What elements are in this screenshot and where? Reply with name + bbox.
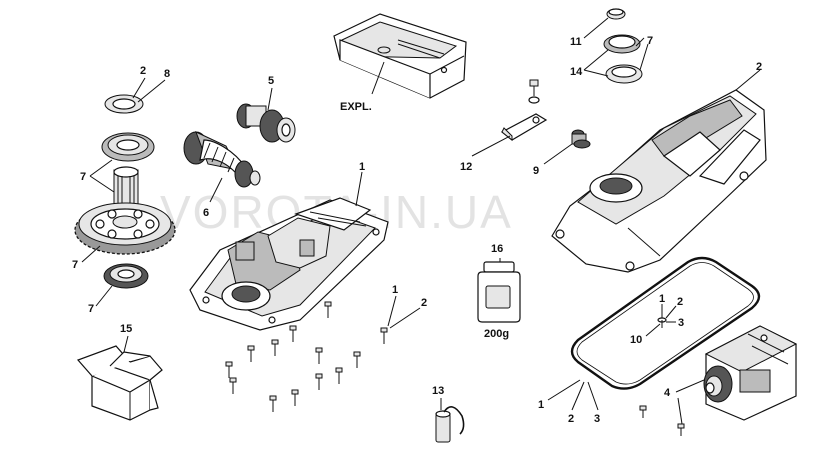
callout-1-base: 1 bbox=[359, 161, 365, 173]
callout-1-gasket: 1 bbox=[538, 399, 544, 411]
callout-2-cover: 2 bbox=[756, 61, 762, 73]
callout-2-small: 2 bbox=[677, 296, 683, 308]
callout-5: 5 bbox=[268, 75, 274, 87]
cover-gasket bbox=[570, 256, 761, 390]
cam-bracket bbox=[500, 79, 548, 142]
callout-11: 11 bbox=[570, 36, 582, 48]
label-expl: EXPL. bbox=[340, 101, 372, 113]
callout-3-gasket: 3 bbox=[594, 413, 600, 425]
explosion-tray bbox=[333, 13, 467, 99]
screw-set bbox=[225, 301, 388, 412]
output-gear bbox=[74, 166, 176, 255]
rubber-grommet bbox=[571, 129, 591, 149]
callout-15: 15 bbox=[120, 323, 132, 335]
callout-7-bearing-lower: 7 bbox=[88, 303, 94, 315]
callout-2-gasket: 2 bbox=[568, 413, 574, 425]
top-cover-housing bbox=[551, 89, 767, 273]
bearing-lower bbox=[103, 263, 149, 289]
callout-8: 8 bbox=[164, 68, 170, 80]
callout-9: 9 bbox=[533, 165, 539, 177]
motor-screw bbox=[639, 405, 685, 436]
capacitor bbox=[435, 406, 465, 443]
cap-and-rings bbox=[603, 8, 643, 84]
grease-weight-label: 200g bbox=[484, 328, 509, 340]
callout-3-small: 3 bbox=[678, 317, 684, 329]
small-screw bbox=[657, 317, 667, 328]
callout-12: 12 bbox=[460, 161, 472, 173]
callout-7-gear: 7 bbox=[72, 259, 78, 271]
callout-2-seal: 2 bbox=[140, 65, 146, 77]
callout-7-ring: 7 bbox=[647, 35, 653, 47]
callout-6: 6 bbox=[203, 207, 209, 219]
worm-shaft bbox=[183, 131, 261, 188]
callout-1-screw: 1 bbox=[392, 284, 398, 296]
callout-2-screw: 2 bbox=[421, 297, 427, 309]
callout-14: 14 bbox=[570, 66, 583, 78]
intermediate-gear bbox=[236, 103, 296, 143]
grease-jar bbox=[477, 261, 521, 323]
callout-4-motor: 4 bbox=[664, 387, 671, 399]
packaging-box bbox=[76, 345, 163, 421]
callout-13: 13 bbox=[432, 385, 444, 397]
seal-ring bbox=[104, 94, 144, 114]
bearing-upper bbox=[101, 132, 155, 162]
callout-10: 10 bbox=[630, 334, 642, 346]
callout-1-small: 1 bbox=[659, 293, 665, 305]
callout-16: 16 bbox=[491, 243, 503, 255]
electric-motor bbox=[703, 325, 798, 421]
callout-7-bearing-upper: 7 bbox=[80, 171, 86, 183]
gearbox-base bbox=[189, 197, 389, 331]
